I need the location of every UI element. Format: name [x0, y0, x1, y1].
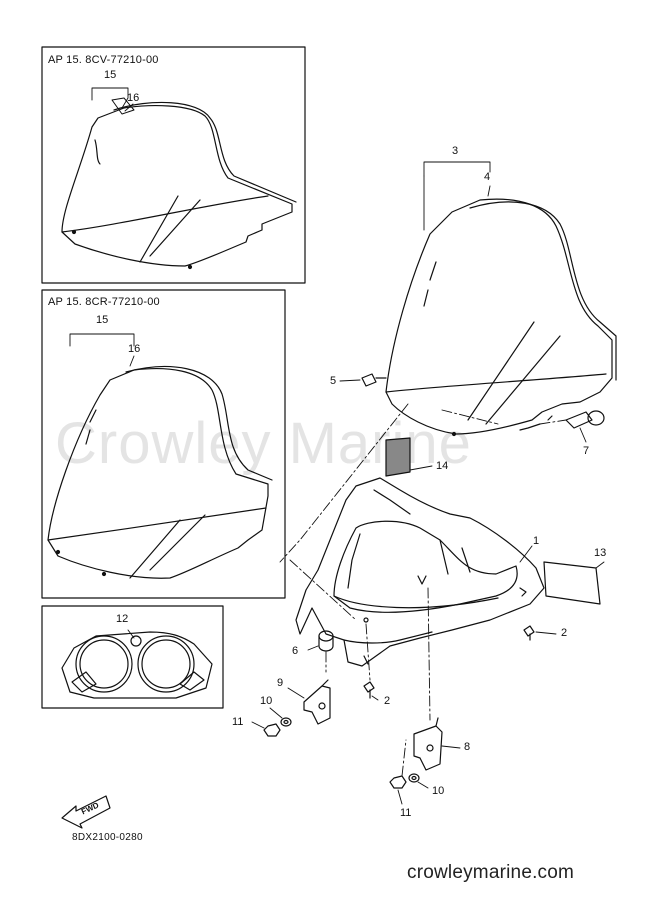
inset-a-title: AP 15. 8CV-77210-00: [48, 54, 159, 66]
callout-15-inset-a: 15: [104, 69, 117, 81]
screw-5: [362, 374, 386, 386]
diagram-code: 8DX2100-0280: [72, 832, 143, 843]
callout-3: 3: [452, 145, 459, 157]
callout-16-inset-b: 16: [128, 343, 141, 355]
windshield-inset-b: [48, 367, 272, 579]
callout-5: 5: [330, 375, 337, 387]
callout-1: 1: [533, 535, 540, 547]
callout-10-left: 10: [260, 695, 273, 707]
meter-gasket: [62, 632, 212, 698]
callout-2-lower: 2: [384, 695, 391, 707]
collar-6: [319, 631, 333, 651]
callout-10-right: 10: [432, 785, 445, 797]
inset-frame-c: [42, 606, 223, 708]
screw-2-upper: [524, 626, 534, 640]
bracket-9: [304, 680, 330, 724]
nut-11-right: [390, 776, 406, 788]
washer-10-right: [409, 774, 419, 782]
callout-6: 6: [292, 645, 299, 657]
inset-frame-a: [42, 47, 305, 283]
callout-16-inset-a: 16: [127, 92, 140, 104]
callout-14: 14: [436, 460, 449, 472]
callout-13: 13: [594, 547, 607, 559]
screw-2-lower: [364, 682, 374, 698]
inset-b-title: AP 15. 8CR-77210-00: [48, 296, 160, 308]
callout-11-left: 11: [232, 716, 244, 728]
nut-11-left: [264, 724, 280, 736]
fwd-arrow-icon: [62, 796, 110, 828]
callout-15-inset-b: 15: [96, 314, 109, 326]
cowling-1: [296, 478, 544, 666]
inset-frame-b: [42, 290, 285, 598]
windshield-main: [386, 199, 616, 435]
callout-7: 7: [583, 445, 590, 457]
callout-4: 4: [484, 171, 491, 183]
callout-8: 8: [464, 741, 471, 753]
windshield-inset-a: [62, 98, 296, 269]
label-13: [544, 562, 600, 604]
bracket-8: [414, 718, 442, 770]
label-14: [386, 438, 410, 476]
callout-11-right: 11: [400, 807, 412, 819]
site-url: crowleymarine.com: [407, 862, 575, 883]
washer-10-left: [281, 718, 291, 726]
callout-9: 9: [277, 677, 284, 689]
knob-7: [566, 411, 604, 428]
callout-12: 12: [116, 613, 129, 625]
callout-2-upper: 2: [561, 627, 568, 639]
